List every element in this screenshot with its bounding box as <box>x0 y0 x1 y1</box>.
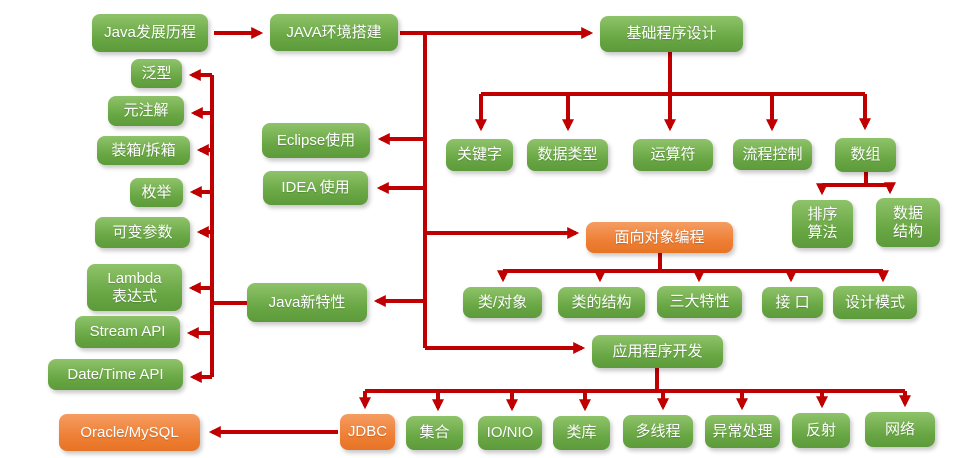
node-multithreading: 多线程 <box>623 415 693 448</box>
node-reflection: 反射 <box>792 413 850 448</box>
node-jdbc: JDBC <box>340 414 395 450</box>
node-class-object: 类/对象 <box>463 287 542 318</box>
node-generics: 泛型 <box>131 59 182 88</box>
node-basic-programming: 基础程序设计 <box>600 16 743 52</box>
node-oop: 面向对象编程 <box>586 222 733 253</box>
node-datetime-api: Date/Time API <box>48 359 183 390</box>
node-class-structure: 类的结构 <box>558 287 645 318</box>
node-meta-annotation: 元注解 <box>108 96 184 126</box>
node-exception-handling: 异常处理 <box>705 415 780 448</box>
node-java-new-features: Java新特性 <box>247 283 367 322</box>
node-app-development: 应用程序开发 <box>592 335 723 368</box>
node-varargs: 可变参数 <box>95 217 190 248</box>
node-operators: 运算符 <box>633 139 713 171</box>
node-three-features: 三大特性 <box>657 286 742 318</box>
node-data-structures: 数据 结构 <box>876 198 940 247</box>
node-sorting-algorithms: 排序 算法 <box>792 200 853 248</box>
node-io-nio: IO/NIO <box>478 416 542 450</box>
node-eclipse: Eclipse使用 <box>262 123 370 158</box>
node-collections: 集合 <box>406 416 463 450</box>
node-flow-control: 流程控制 <box>733 139 812 170</box>
node-data-types: 数据类型 <box>527 139 608 171</box>
node-java-history: Java发展历程 <box>92 14 208 52</box>
node-idea: IDEA 使用 <box>263 171 368 205</box>
node-keywords: 关键字 <box>446 139 513 171</box>
node-arrays: 数组 <box>835 138 896 172</box>
node-class-library: 类库 <box>553 416 610 450</box>
node-lambda: Lambda 表达式 <box>87 264 182 311</box>
node-design-patterns: 设计模式 <box>833 286 917 319</box>
node-enum: 枚举 <box>130 178 183 207</box>
node-stream-api: Stream API <box>75 316 180 348</box>
node-interface: 接 口 <box>762 287 823 318</box>
node-java-env: JAVA环境搭建 <box>270 14 398 51</box>
node-boxing-unboxing: 装箱/拆箱 <box>97 136 190 165</box>
node-oracle-mysql: Oracle/MySQL <box>59 414 200 451</box>
node-network: 网络 <box>865 412 935 447</box>
